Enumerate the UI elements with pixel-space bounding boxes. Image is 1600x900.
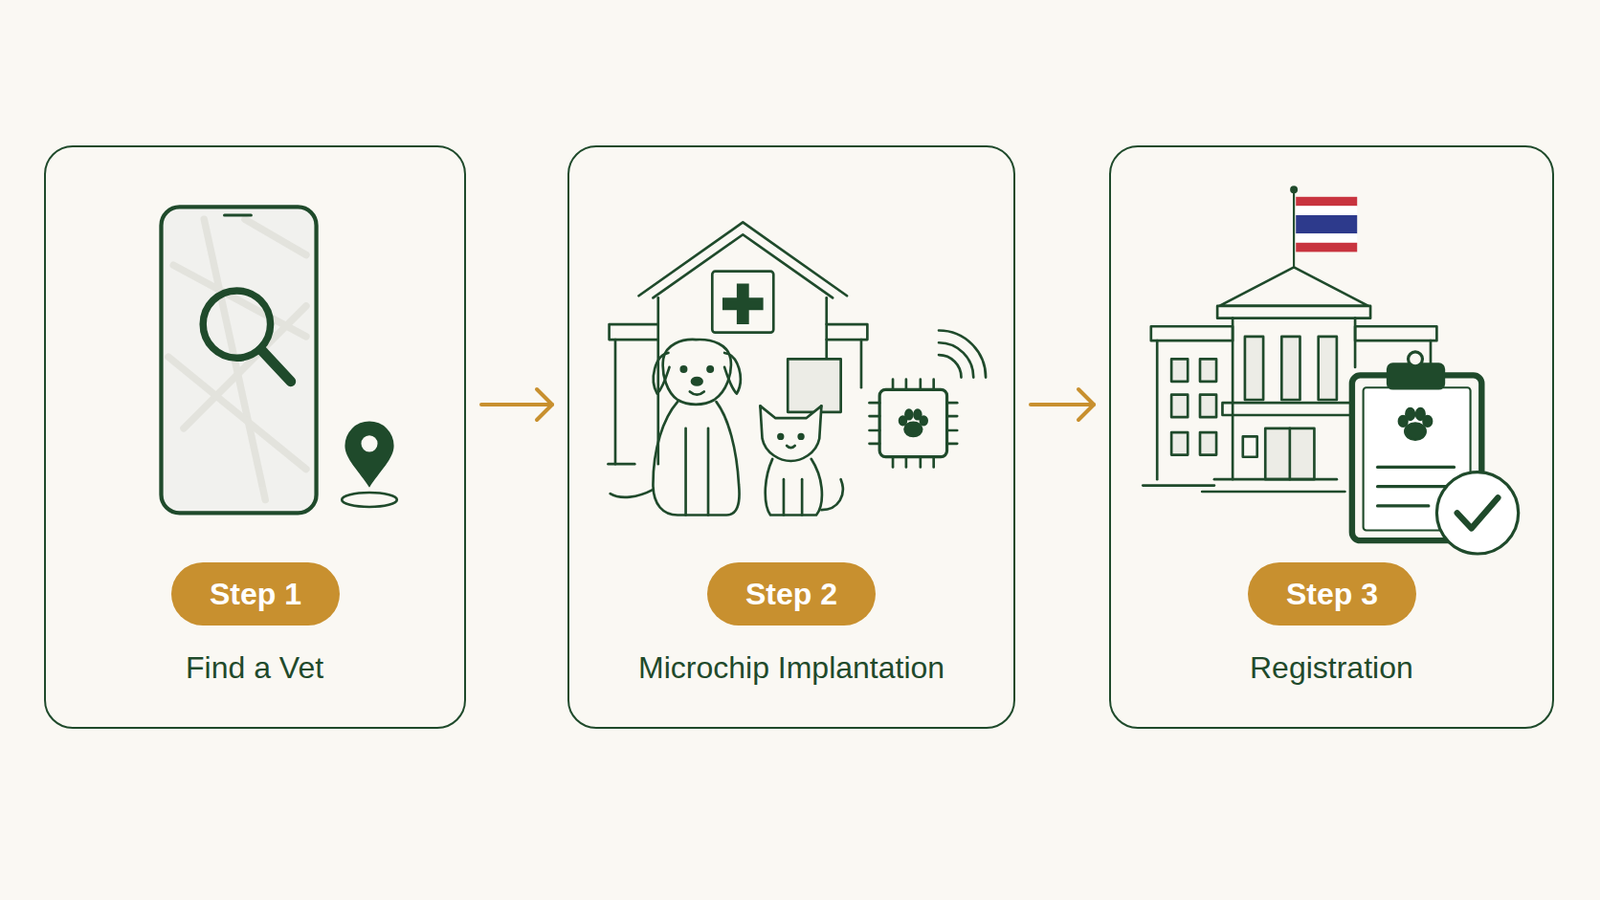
step-panel: Registration Step 3 <box>1109 145 1555 730</box>
clinic-icon <box>608 222 987 515</box>
step-number: Step 3 <box>1286 578 1378 610</box>
step-pill: Step 3 <box>1247 562 1417 626</box>
step-pill: Step 1 <box>171 562 340 626</box>
step-panel: Find a Vet Step 1 <box>44 145 467 730</box>
step-label: Registration <box>1249 651 1414 686</box>
building-icon <box>1142 187 1518 555</box>
phone-icon <box>160 206 397 513</box>
step-label: Find a Vet <box>185 651 324 686</box>
flow-arrow <box>1030 389 1094 421</box>
step-label: Microchip Implantation <box>638 651 945 686</box>
step-pill: Step 2 <box>707 562 876 626</box>
step-panel: Microchip Implantation Step 2 <box>567 145 1016 730</box>
step-number: Step 2 <box>745 578 838 610</box>
step-number: Step 1 <box>209 578 302 610</box>
flow-arrow <box>481 389 553 421</box>
